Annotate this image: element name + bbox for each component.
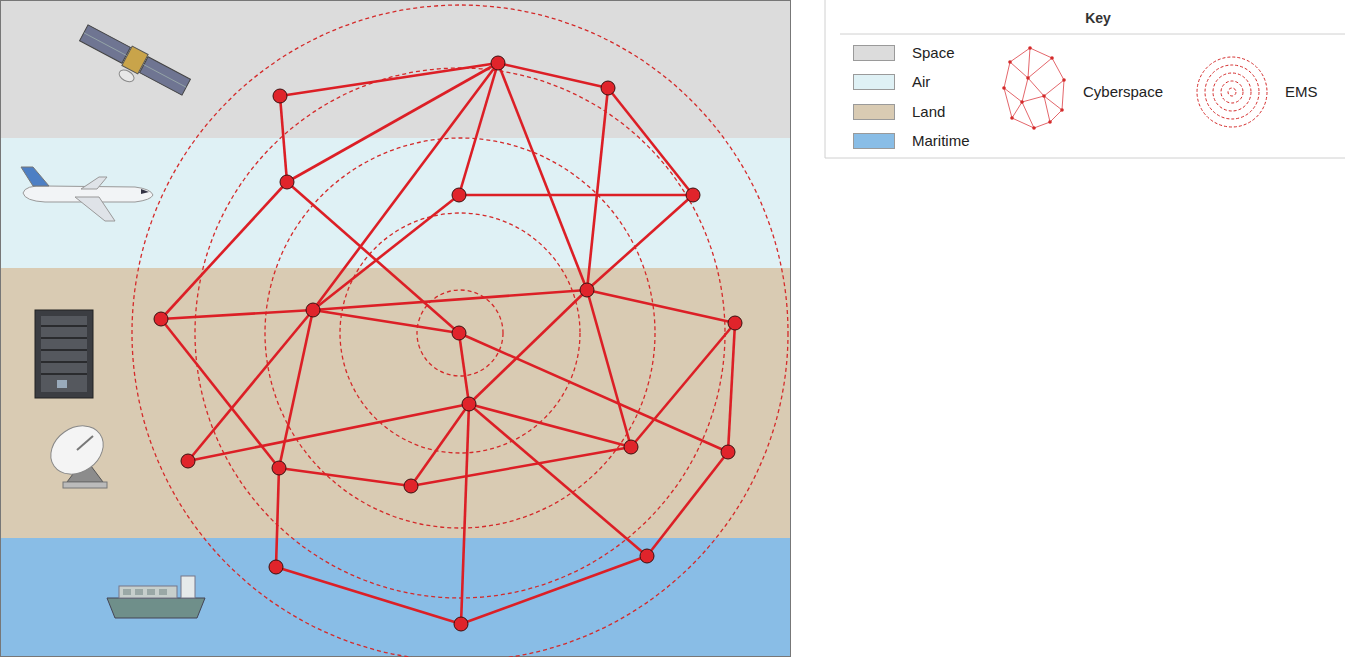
legend-label: Cyberspace (1083, 83, 1163, 101)
legend-swatch (853, 133, 895, 149)
legend-label: EMS (1285, 83, 1318, 101)
ems-rings (132, 5, 788, 657)
domain-bands (0, 0, 791, 657)
legend-swatch (853, 45, 895, 61)
legend-swatch (853, 74, 895, 90)
legend-label: Land (912, 103, 945, 121)
cyber-network (154, 56, 742, 631)
ems-symbol (1197, 57, 1267, 127)
legend-swatch (853, 104, 895, 120)
legend-label: Maritime (912, 132, 970, 150)
legend-label: Air (912, 73, 930, 91)
legend-label: Space (912, 44, 955, 62)
cyberspace-symbol (1002, 46, 1066, 130)
key-panel (825, 0, 1345, 158)
domain-icons (21, 23, 205, 618)
legend-heading: Key (1085, 9, 1111, 27)
